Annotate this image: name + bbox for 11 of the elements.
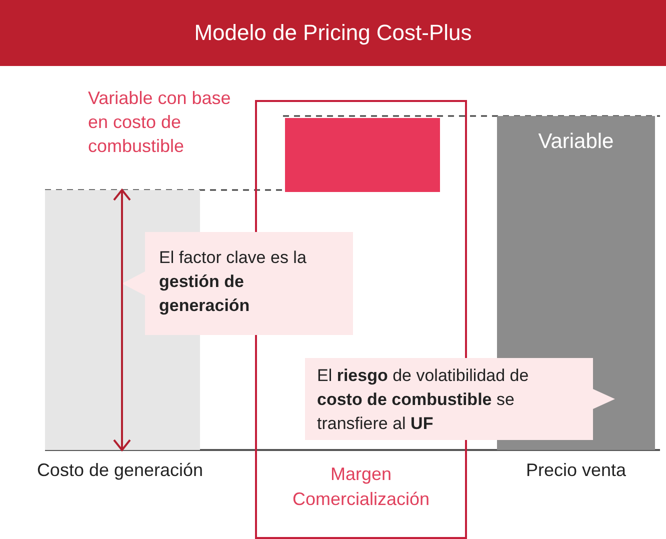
bar-label: Variable [537, 130, 615, 154]
callout-tooltip [305, 358, 615, 440]
bar-caption: Precio venta [524, 460, 628, 481]
callout-text: El factor clave es la gestión de generación [159, 247, 308, 317]
bar-caption: Costo de generación [36, 460, 204, 481]
callout-tooltip [122, 232, 353, 335]
column-label: Margen Comercialización [291, 463, 431, 511]
callout-text: El riesgo de volatibilidad de costo de combustible se transfiere al UF [317, 365, 530, 435]
annotation-text: Variable con base en costo de combustible [88, 87, 232, 158]
title-banner: Modelo de Pricing Cost-Plus [0, 0, 666, 66]
value-bar [285, 118, 440, 192]
